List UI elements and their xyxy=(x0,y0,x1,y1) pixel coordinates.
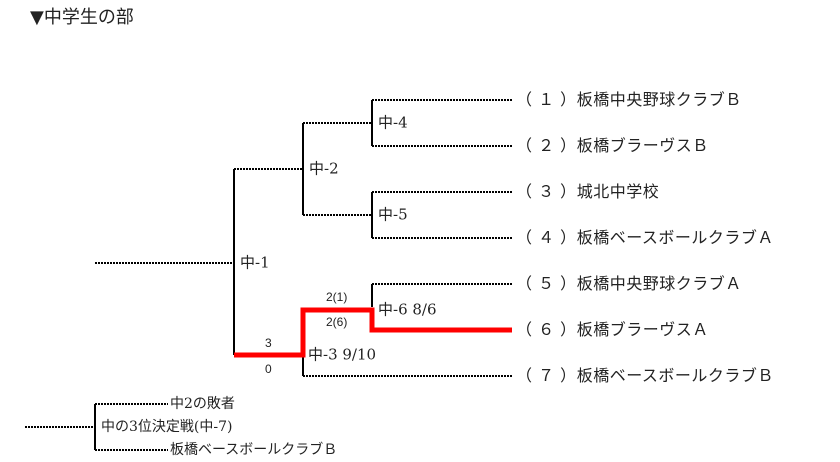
team-7: （ ７ ）板橋ベースボールクラブＢ xyxy=(516,366,774,385)
match-5-label: 中-5 xyxy=(378,205,408,224)
winner-path xyxy=(234,307,512,358)
match-4-label: 中-4 xyxy=(378,113,408,132)
team-6: （ ６ ）板橋ブラーヴスＡ xyxy=(516,320,709,339)
third-place-bottom: 板橋ベースボールクラブＢ xyxy=(170,442,338,458)
third-place-label: 中の3位決定戦(中-7) xyxy=(101,419,233,435)
match-3-score-top: 3 xyxy=(265,336,272,350)
match-3-score-bottom: 0 xyxy=(265,362,272,376)
third-place-top: 中2の敗者 xyxy=(170,396,235,412)
match-6-label: 中-6 8/6 xyxy=(378,300,437,319)
team-4: （ ４ ）板橋ベースボールクラブＡ xyxy=(516,228,774,247)
section-title: ▼中学生の部 xyxy=(30,7,134,28)
match-6-score-bottom: 2(6) xyxy=(326,315,348,329)
team-1: （ １ ）板橋中央野球クラブＢ xyxy=(516,90,742,109)
team-2: （ ２ ）板橋ブラーヴスＢ xyxy=(516,136,709,155)
team-3: （ ３ ）城北中学校 xyxy=(516,182,660,201)
team-5: （ ５ ）板橋中央野球クラブＡ xyxy=(516,274,742,293)
match-2-label: 中-2 xyxy=(309,159,339,178)
match-3-label: 中-3 9/10 xyxy=(308,345,377,364)
match-1-label: 中-1 xyxy=(240,253,270,272)
match-6-score-top: 2(1) xyxy=(326,290,348,304)
